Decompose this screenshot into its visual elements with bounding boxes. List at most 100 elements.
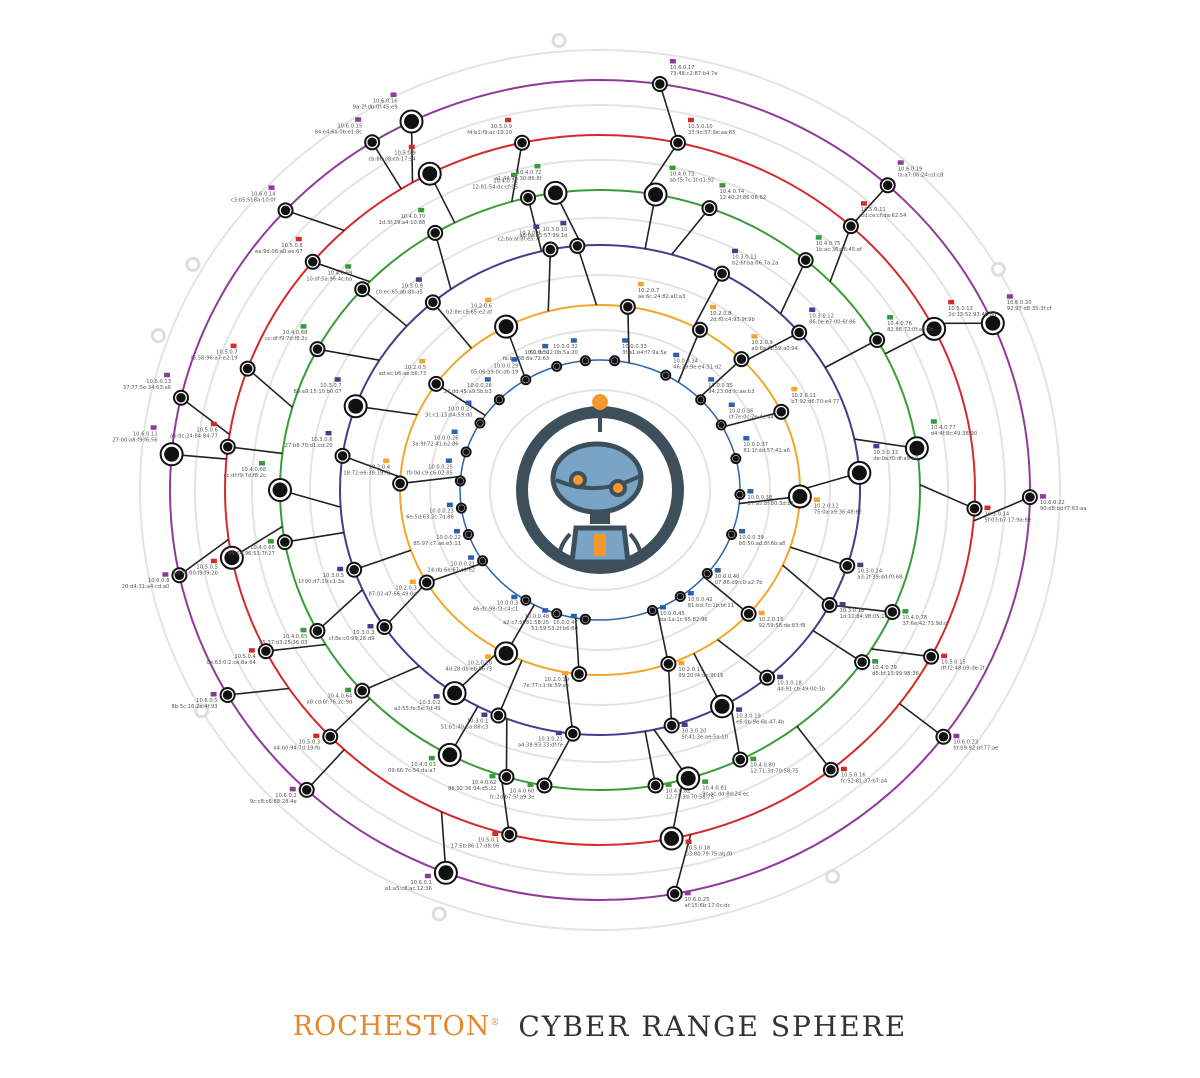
host-node[interactable]: 10.2.0.387:02:47:66:49:0d — [368, 574, 435, 598]
host-node[interactable]: 10.3.0.3cf:8e:c0:99:28:d9 — [329, 619, 393, 642]
host-node[interactable]: 10.3.0.51f:90:d7:19:c1:3a — [298, 561, 363, 585]
host-node[interactable]: 10.6.0.58b:5c:16:2a:4f:93 — [171, 687, 236, 710]
host-node[interactable]: 10.3.0.789:a9:15:10:b0:07 — [293, 377, 368, 419]
host-node[interactable]: 10.2.0.418:72:e6:38:19:f2 — [343, 458, 409, 492]
host-node[interactable]: 10.3.0.2a2:55:fe:5e:7d:49 — [394, 681, 467, 712]
host-node[interactable]: 10.2.0.5ed:ec:b6:ae:b6:73 — [379, 358, 445, 392]
host-node[interactable]: 10.5.0.8ea:9d:06:a0:ee:67 — [255, 236, 321, 270]
host-node[interactable]: 10.3.0.151:b1:40:5a:88:c3 — [441, 707, 507, 731]
host-node[interactable]: 10.2.0.82d:f0:c4:93:9f:9b — [692, 304, 755, 338]
host-node[interactable]: 10.5.0.3a4:b0:94:7d:19:fb — [274, 728, 339, 752]
host-node[interactable]: 10.6.0.820:d4:31:a4:cd:a0 — [122, 567, 188, 590]
host-node[interactable]: 10.5.0.9cb:86:d8:ca:17:94 — [368, 144, 442, 186]
host-node[interactable]: 10.3.0.8c0:ec:65:ab:8b:a5 — [376, 277, 441, 311]
host-node[interactable]: 10.2.0.9a9:8a:f1:59:a0:94 — [733, 334, 799, 368]
host-node[interactable]: 10.6.0.29c:c8:c6:88:28:4e — [250, 781, 315, 805]
host-node[interactable]: 10.3.0.9c2:ba:af:8f:e5:7f — [498, 224, 559, 258]
host-node[interactable]: 10.5.0.9f4:b1:f9:ac:19:10 — [467, 117, 531, 151]
host-node[interactable]: 10.0.0.346:dc:98:f3:c4:c1 — [473, 594, 532, 613]
host-node[interactable]: 10.5.0.40e:63:0:2:ce:8a:64 — [207, 643, 274, 666]
host-node[interactable]: 10.6.0.1a1:a5:c8:ac:12:36 — [385, 860, 458, 892]
host-node[interactable]: 10.5.0.7f6:58:96:a7:e2:19 — [191, 343, 256, 377]
host-node[interactable]: 10.3.0.627:b8:70:d1:cd:20 — [285, 430, 351, 464]
host-node[interactable]: 10.2.0.6b2:8e:c9:65:e2:af — [446, 297, 519, 339]
host-node[interactable]: 10.5.0.117:5b:86:17:d8:06 — [451, 826, 518, 849]
host-node[interactable]: 10.2.0.7ae:6c:24:82:a0:a3 — [619, 281, 685, 315]
